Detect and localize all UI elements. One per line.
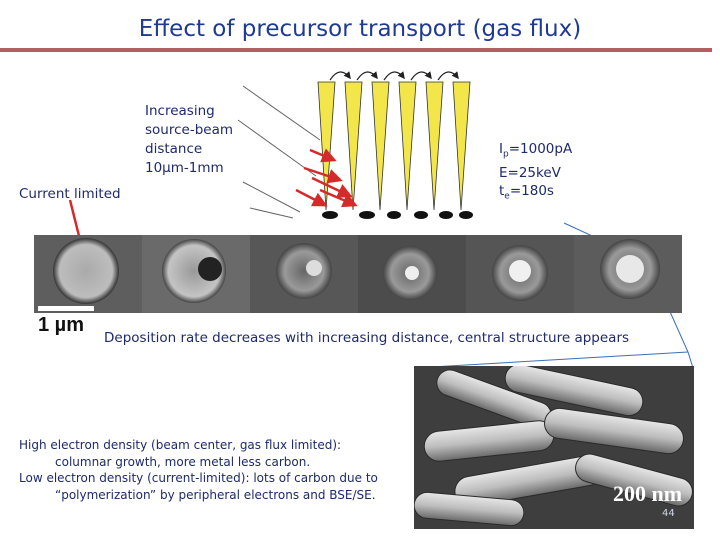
source-beam-line-2: source-beam <box>145 122 234 138</box>
top-curved-arrows <box>329 71 459 81</box>
explanation-line-4: “polymerization” by peripheral electrons… <box>55 487 376 502</box>
sem-image <box>414 366 694 529</box>
slide-title: Effect of precursor transport (gas flux) <box>138 16 582 42</box>
sem-columns <box>414 366 694 529</box>
source-beam-line-3: distance <box>145 141 203 157</box>
source-beam-label: Increasing source-beam distance 10µm-1mm <box>145 102 233 178</box>
beam-parameters: Ip=1000pA E=25keV te=180s <box>499 140 572 205</box>
current-limited-label: Current limited <box>19 186 121 202</box>
param-current: Ip=1000pA <box>499 141 573 160</box>
page-number: 44 <box>662 508 675 519</box>
source-beam-line-4: 10µm-1mm <box>145 160 224 176</box>
source-beam-line-1: Increasing <box>145 103 215 119</box>
param-energy: E=25keV <box>499 164 561 181</box>
red-arrows <box>295 148 358 208</box>
title-rule <box>0 48 712 52</box>
deposit-dots <box>322 211 473 219</box>
beam-cones <box>317 81 471 211</box>
param-time: te=180s <box>499 182 554 202</box>
source-lines <box>237 85 321 219</box>
growth-explanation: High electron density (beam center, gas … <box>19 437 378 503</box>
scale-label: 1 µm <box>38 314 84 336</box>
scale-bar <box>38 306 94 311</box>
explanation-line-3: Low electron density (current-limited): … <box>19 471 378 485</box>
deposition-caption: Deposition rate decreases with increasin… <box>104 330 630 346</box>
sem-scale-label: 200 nm <box>613 481 683 506</box>
explanation-line-1: High electron density (beam center, gas … <box>19 438 342 452</box>
explanation-line-2: columnar growth, more metal less carbon. <box>55 454 311 469</box>
micrograph-deposits <box>34 235 682 313</box>
micrograph-strip <box>34 235 682 313</box>
